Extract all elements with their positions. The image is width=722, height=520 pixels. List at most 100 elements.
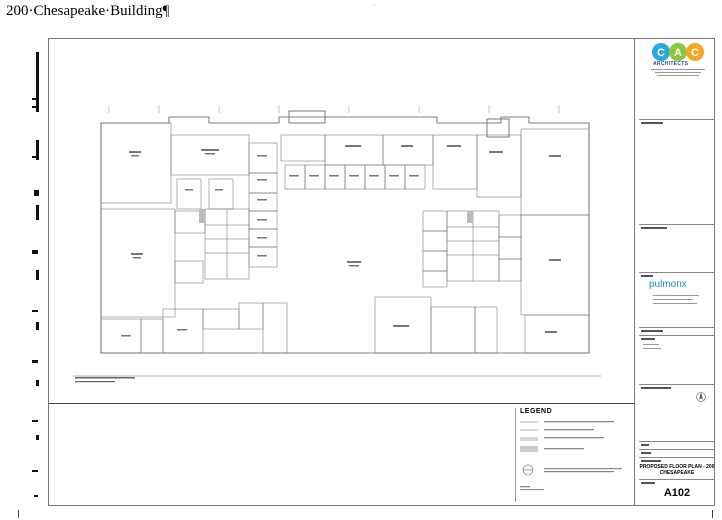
title-block-label — [641, 227, 667, 229]
ruler-tick — [34, 190, 39, 196]
office — [384, 164, 406, 190]
firm-address-line — [651, 69, 705, 70]
firm-name: ARCHITECTS — [653, 61, 689, 67]
floor-plan-area — [49, 39, 635, 404]
room — [248, 142, 278, 174]
office — [404, 164, 426, 190]
project-info-line — [653, 303, 697, 304]
room — [202, 308, 240, 330]
title-block-label — [641, 387, 671, 389]
title-block-label — [641, 275, 653, 277]
office — [344, 164, 366, 190]
ruler-tick — [32, 470, 38, 472]
title-block-divider — [639, 335, 714, 336]
title-block-divider — [639, 449, 714, 450]
logo-letter-c: C — [657, 47, 665, 59]
room — [474, 306, 498, 354]
room — [432, 134, 478, 190]
entry-vestibule — [288, 110, 326, 124]
office — [304, 164, 326, 190]
room — [262, 302, 288, 354]
room-open-office — [520, 214, 590, 316]
ruler-tick — [32, 106, 36, 108]
ruler-bar — [36, 205, 39, 220]
building-outline — [100, 116, 590, 354]
sheet-number: A102 — [663, 487, 691, 499]
drawing-sheet: LEGEND — [48, 38, 715, 506]
room — [382, 134, 434, 166]
title-block-label — [641, 452, 651, 454]
room — [476, 134, 522, 198]
room — [280, 134, 326, 162]
title-block-divider — [639, 384, 714, 385]
entry-vestibule — [486, 118, 510, 138]
vertical-ruler — [28, 40, 46, 510]
legend-box: LEGEND — [515, 408, 634, 502]
title-block-divider — [639, 457, 714, 458]
room — [238, 302, 264, 330]
title-block-label — [641, 460, 661, 462]
room — [498, 214, 522, 238]
room — [422, 270, 448, 288]
margin-tick — [712, 510, 713, 518]
office — [364, 164, 386, 190]
ruler-tick — [32, 360, 38, 363]
page-marker: ¸ — [373, 0, 375, 6]
room — [524, 314, 590, 354]
logo-circle-c — [652, 43, 670, 61]
room — [324, 134, 384, 166]
logo-circle-c2 — [686, 43, 704, 61]
logo-letter-c2: C — [691, 47, 699, 59]
title-block-divider — [639, 224, 714, 225]
project-info-line — [653, 295, 699, 296]
ruler-tick — [32, 420, 38, 422]
ruler-bar — [36, 435, 39, 440]
room — [248, 192, 278, 212]
north-arrow-icon — [696, 392, 706, 402]
room — [140, 318, 164, 354]
drawing-title-line1: PROPOSED FLOOR PLAN - 200 — [639, 464, 715, 470]
project-info-line — [653, 299, 693, 300]
logo-letter-a: A — [674, 47, 682, 59]
firm-address-line — [657, 75, 699, 76]
title-block-label — [641, 122, 663, 124]
ruler-tick — [32, 98, 38, 100]
legend-title: LEGEND — [520, 408, 553, 415]
client-logo: pulmonx — [649, 279, 687, 290]
office — [324, 164, 346, 190]
room — [422, 230, 448, 252]
ruler-bar — [36, 322, 39, 330]
ruler-bar — [36, 52, 39, 112]
room — [174, 260, 204, 284]
legend-symbols — [520, 421, 622, 491]
floor-plan-drawing — [73, 105, 601, 383]
ruler-bar — [36, 140, 39, 160]
drawing-title-line2: CHESAPEAKE — [659, 470, 695, 476]
document-heading: 200·Chesapeake·Building¶ — [6, 3, 170, 19]
room — [422, 210, 448, 232]
room-open-office — [100, 208, 176, 318]
title-block-divider — [639, 119, 714, 120]
legend-area: LEGEND — [49, 404, 635, 506]
drawing-title: PROPOSED FLOOR PLAN - 200 CHESAPEAKE — [639, 464, 715, 476]
title-block-label — [641, 338, 655, 340]
room — [520, 128, 590, 216]
margin-tick — [18, 510, 19, 518]
ruler-tick — [32, 310, 38, 312]
ruler-bar — [36, 380, 39, 386]
title-block-divider — [639, 272, 714, 273]
title-block-label — [641, 330, 663, 332]
ruler-bar — [36, 270, 39, 280]
title-block-label — [641, 482, 655, 484]
logo-circle-a — [669, 43, 687, 61]
ruler-tick — [32, 250, 38, 254]
room — [170, 134, 250, 176]
room — [248, 172, 278, 194]
room — [498, 236, 522, 260]
room — [248, 246, 278, 268]
room — [430, 306, 476, 354]
revision-line — [643, 348, 661, 349]
office — [284, 164, 306, 190]
room — [162, 308, 204, 354]
title-block-divider — [639, 327, 714, 328]
